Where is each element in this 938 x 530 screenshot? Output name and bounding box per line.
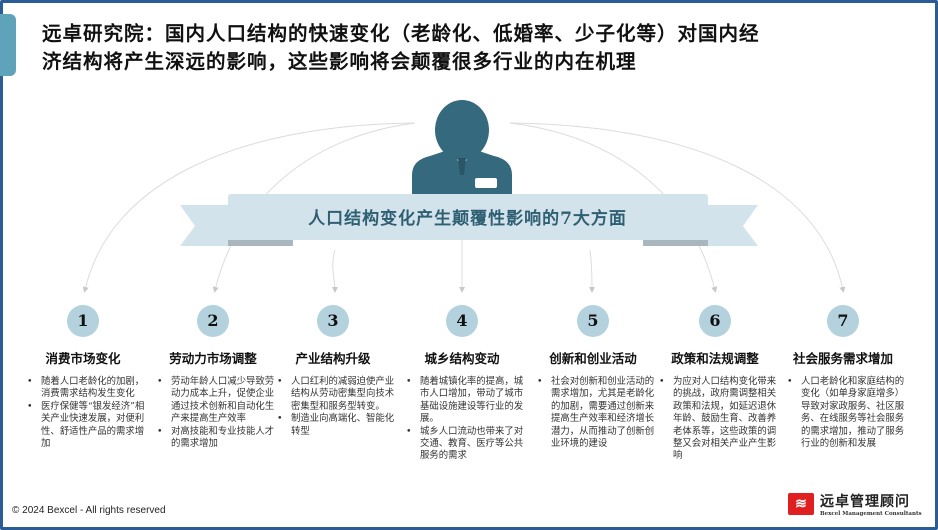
connector-6 [509, 122, 718, 293]
bullet-item: 城乡人口流动也带来了对交通、教育、医疗等公共服务的需求 [406, 426, 526, 463]
aspect-column: 1 消费市场变化随着人口老龄化的加剧，消费需求结构发生变化医疗保健等“银发经济”相… [19, 305, 147, 450]
ribbon-banner [180, 194, 758, 246]
bullet-item: 为应对人口结构变化带来的挑战，政府需调整相关政策和法规，如延迟退休年龄、鼓励生育… [659, 376, 779, 463]
bullet-item: 社会对创新和创业活动的需求增加，尤其是老龄化的加剧，需要通过创新来提高生产效率和… [537, 376, 657, 450]
aspect-column: 2 劳动力市场调整劳动年龄人口减少导致劳动力成本上升，促使企业通过技术创新和自动化… [149, 305, 277, 450]
bullet-item: 人口老龄化和家庭结构的变化（如单身家庭增多）导致对家政服务、社区服务、在线服务等… [787, 376, 907, 450]
aspect-bullets: 随着城镇化率的提高，城市人口增加，带动了城市基础设施建设等行业的发展。城乡人口流… [398, 376, 526, 463]
aspect-column: 3 产业结构升级人口红利的减弱迫使产业结构从劳动密集型向技术密集型和服务型转变。制… [269, 305, 397, 438]
bullet-item: 对高技能和专业技能人才的需求增加 [157, 426, 277, 451]
connector-5 [588, 249, 595, 293]
connector-1 [82, 122, 416, 293]
logo-icon: ≋ [788, 493, 814, 515]
aspect-title: 城乡结构变动 [424, 351, 500, 366]
aspect-bullets: 劳动年龄人口减少导致劳动力成本上升，促使企业通过技术创新和自动化生产来提高生产效… [149, 376, 277, 450]
aspect-bullets: 社会对创新和创业活动的需求增加，尤其是老龄化的加剧，需要通过创新来提高生产效率和… [529, 376, 657, 450]
connector-2 [212, 122, 416, 293]
connector-3 [331, 249, 338, 293]
title-line-2: 济结构将产生深远的影响，这些影响将会颠覆很多行业的内在机理 [42, 50, 637, 73]
aspect-number: 3 [317, 305, 349, 337]
bullet-item: 医疗保健等“银发经济”相关产业快速发展，对便利性、舒适性产品的需求增加 [27, 401, 147, 451]
aspect-number: 6 [699, 305, 731, 337]
aspect-number: 2 [197, 305, 229, 337]
aspect-number: 1 [67, 305, 99, 337]
title-accent-tab [0, 14, 16, 76]
aspect-bullets: 随着人口老龄化的加剧，消费需求结构发生变化医疗保健等“银发经济”相关产业快速发展… [19, 376, 147, 450]
aspect-number: 7 [827, 305, 859, 337]
logo-en: Bexcel Management Consultants [820, 511, 922, 517]
company-logo: ≋ 远卓管理顾问 Bexcel Management Consultants [788, 491, 922, 517]
aspect-column: 5 创新和创业活动社会对创新和创业活动的需求增加，尤其是老龄化的加剧，需要通过创新… [529, 305, 657, 450]
aspect-number: 5 [577, 305, 609, 337]
bullet-item: 劳动年龄人口减少导致劳动力成本上升，促使企业通过技术创新和自动化生产来提高生产效… [157, 376, 277, 426]
bullet-item: 随着人口老龄化的加剧，消费需求结构发生变化 [27, 376, 147, 401]
ribbon-title: 人口结构变化产生颠覆性影响的7大方面 [308, 209, 627, 229]
aspect-title: 产业结构升级 [295, 351, 371, 366]
bullet-item: 随着城镇化率的提高，城市人口增加，带动了城市基础设施建设等行业的发展。 [406, 376, 526, 426]
aspect-title: 社会服务需求增加 [792, 351, 893, 366]
aspect-number: 4 [446, 305, 478, 337]
logo-cn: 远卓管理顾问 [820, 494, 910, 510]
person-icon [412, 100, 512, 194]
aspect-column: 7 社会服务需求增加人口老龄化和家庭结构的变化（如单身家庭增多）导致对家政服务、社… [779, 305, 907, 450]
aspect-title: 消费市场变化 [45, 351, 121, 366]
aspect-title: 创新和创业活动 [549, 351, 637, 366]
aspect-bullets: 人口红利的减弱迫使产业结构从劳动密集型向技术密集型和服务型转变。制造业向高端化、… [269, 376, 397, 438]
aspect-title: 政策和法规调整 [671, 351, 759, 366]
bullet-item: 人口红利的减弱迫使产业结构从劳动密集型向技术密集型和服务型转变。 [277, 376, 397, 413]
aspect-column: 4 城乡结构变动随着城镇化率的提高，城市人口增加，带动了城市基础设施建设等行业的发… [398, 305, 526, 463]
copyright: © 2024 Bexcel - All rights reserved [12, 505, 166, 516]
aspect-bullets: 为应对人口结构变化带来的挑战，政府需调整相关政策和法规，如延迟退休年龄、鼓励生育… [651, 376, 779, 463]
aspect-title: 劳动力市场调整 [169, 351, 257, 366]
page-title: 远卓研究院：国内人口结构的快速变化（老龄化、低婚率、少子化等）对国内经 济结构将… [42, 20, 902, 76]
aspect-column: 6 政策和法规调整为应对人口结构变化带来的挑战，政府需调整相关政策和法规，如延迟退… [651, 305, 779, 463]
bullet-item: 制造业向高端化、智能化转型 [277, 413, 397, 438]
title-line-1: 远卓研究院：国内人口结构的快速变化（老龄化、低婚率、少子化等）对国内经 [42, 22, 760, 45]
connector-7 [509, 122, 846, 293]
aspect-bullets: 人口老龄化和家庭结构的变化（如单身家庭增多）导致对家政服务、社区服务、在线服务等… [779, 376, 907, 450]
